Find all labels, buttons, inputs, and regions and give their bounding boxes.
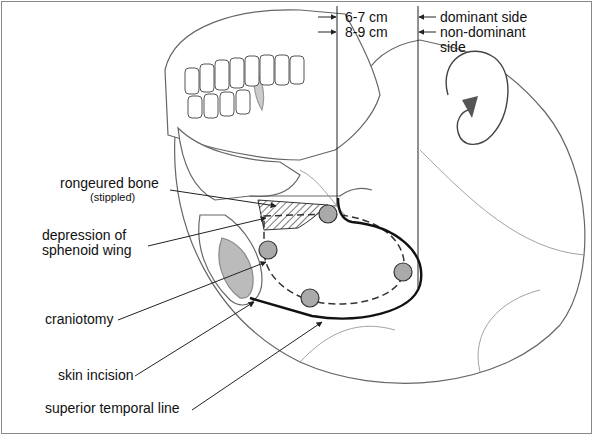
part-label: skin incision xyxy=(58,368,133,383)
burr-hole xyxy=(259,241,277,259)
tooth xyxy=(220,92,234,116)
leader-line xyxy=(192,322,322,410)
leader-line xyxy=(170,190,276,206)
skin-incision-line xyxy=(250,198,421,318)
burr-hole xyxy=(301,289,319,307)
side-note: non-dominant side xyxy=(440,25,540,54)
dimension-value: 6-7 cm xyxy=(345,10,388,25)
dimension-value: 8-9 cm xyxy=(345,25,388,40)
orbit xyxy=(219,238,253,298)
tooth xyxy=(290,56,304,84)
tooth xyxy=(204,94,218,118)
dimension-arrow xyxy=(318,32,336,33)
sutures xyxy=(300,150,585,372)
side-note: dominant side xyxy=(440,10,527,25)
zygomatic-arch xyxy=(250,188,372,196)
craniotomy-line xyxy=(264,214,404,304)
part-label: rongeured bone xyxy=(60,176,159,191)
burr-holes xyxy=(259,205,412,307)
leader-line xyxy=(148,218,266,246)
tooth xyxy=(260,55,274,85)
dimension-arrow xyxy=(419,32,436,33)
tooth xyxy=(230,58,244,88)
part-label: superior temporal line xyxy=(45,401,180,416)
part-label: craniotomy xyxy=(45,312,113,327)
leader-lines xyxy=(118,190,322,410)
burr-hole xyxy=(394,263,412,281)
dimension-lines xyxy=(318,6,436,288)
dimension-arrow xyxy=(318,17,336,18)
ear-helix xyxy=(446,51,508,144)
extension-line xyxy=(337,6,338,205)
tooth xyxy=(275,55,289,85)
leader-line xyxy=(118,262,266,320)
tooth xyxy=(215,60,229,90)
part-label: depression of sphenoid wing xyxy=(42,228,154,257)
tooth xyxy=(188,96,202,118)
teeth xyxy=(185,55,304,118)
ear xyxy=(446,51,508,144)
tooth xyxy=(245,56,259,86)
tooth xyxy=(185,68,199,94)
part-note: (stippled) xyxy=(90,192,135,204)
burr-hole xyxy=(319,205,337,223)
zygoma xyxy=(178,128,300,200)
ear-canal xyxy=(462,96,478,118)
extension-line xyxy=(418,6,419,288)
leader-line xyxy=(135,302,254,376)
orbit-rim xyxy=(199,215,262,305)
tooth xyxy=(236,90,250,114)
dimension-arrow xyxy=(419,17,436,18)
skull xyxy=(165,10,585,383)
tooth xyxy=(200,64,214,92)
